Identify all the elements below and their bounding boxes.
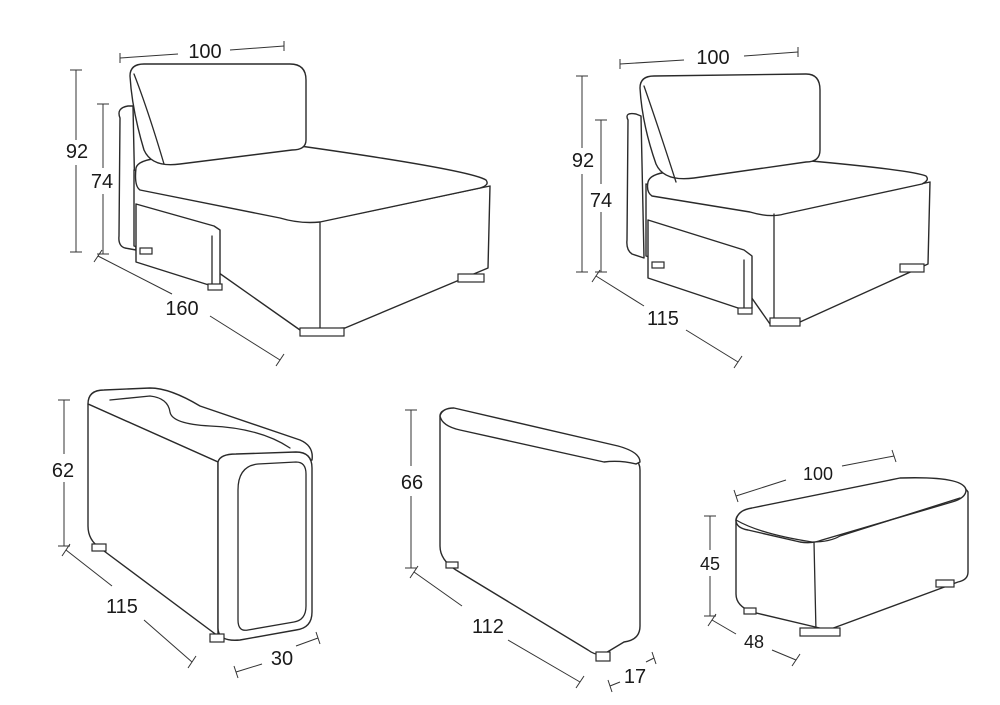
- ottoman-depth-label: 48: [744, 632, 764, 652]
- backrest-length-label: 112: [472, 616, 504, 638]
- chair-short-width-label: 100: [696, 47, 729, 69]
- armrest-drawing: [87, 387, 313, 643]
- ottoman-module: 100 45 48: [700, 449, 969, 667]
- chair-long-width-label: 100: [188, 41, 221, 63]
- backrest-dimensions: 66 112 17: [401, 409, 657, 693]
- chair-long-seat-height-label: 74: [91, 171, 113, 193]
- backrest-height-label: 66: [401, 472, 423, 494]
- ottoman-dimensions: 100 45 48: [700, 449, 897, 667]
- backrest-drawing: [439, 407, 641, 662]
- chair-short-seat-height-label: 74: [590, 190, 612, 212]
- ottoman-width-label: 100: [803, 464, 833, 484]
- chair-long-module: 100 92 74 160: [66, 41, 491, 367]
- chair-short-drawing: [626, 73, 931, 327]
- chair-long-depth-label: 160: [165, 298, 198, 320]
- armrest-length-label: 115: [106, 596, 138, 618]
- chair-short-dimensions: 100 92 74 115: [572, 47, 799, 369]
- backrest-thickness-label: 17: [624, 666, 646, 688]
- chair-long-drawing: [118, 63, 491, 337]
- chair-short-height-label: 92: [572, 150, 594, 172]
- armrest-module: 62 115 30: [52, 387, 321, 679]
- backrest-module: 66 112 17: [401, 407, 657, 693]
- ottoman-height-label: 45: [700, 554, 720, 574]
- chair-short-depth-label: 115: [647, 308, 679, 330]
- ottoman-drawing: [735, 477, 969, 637]
- chair-long-dimensions: 100 92 74 160: [66, 41, 285, 367]
- armrest-thickness-label: 30: [271, 648, 293, 670]
- armrest-dimensions: 62 115 30: [52, 399, 321, 679]
- chair-short-module: 100 92 74 115: [572, 47, 931, 369]
- chair-long-height-label: 92: [66, 141, 88, 163]
- armrest-height-label: 62: [52, 460, 74, 482]
